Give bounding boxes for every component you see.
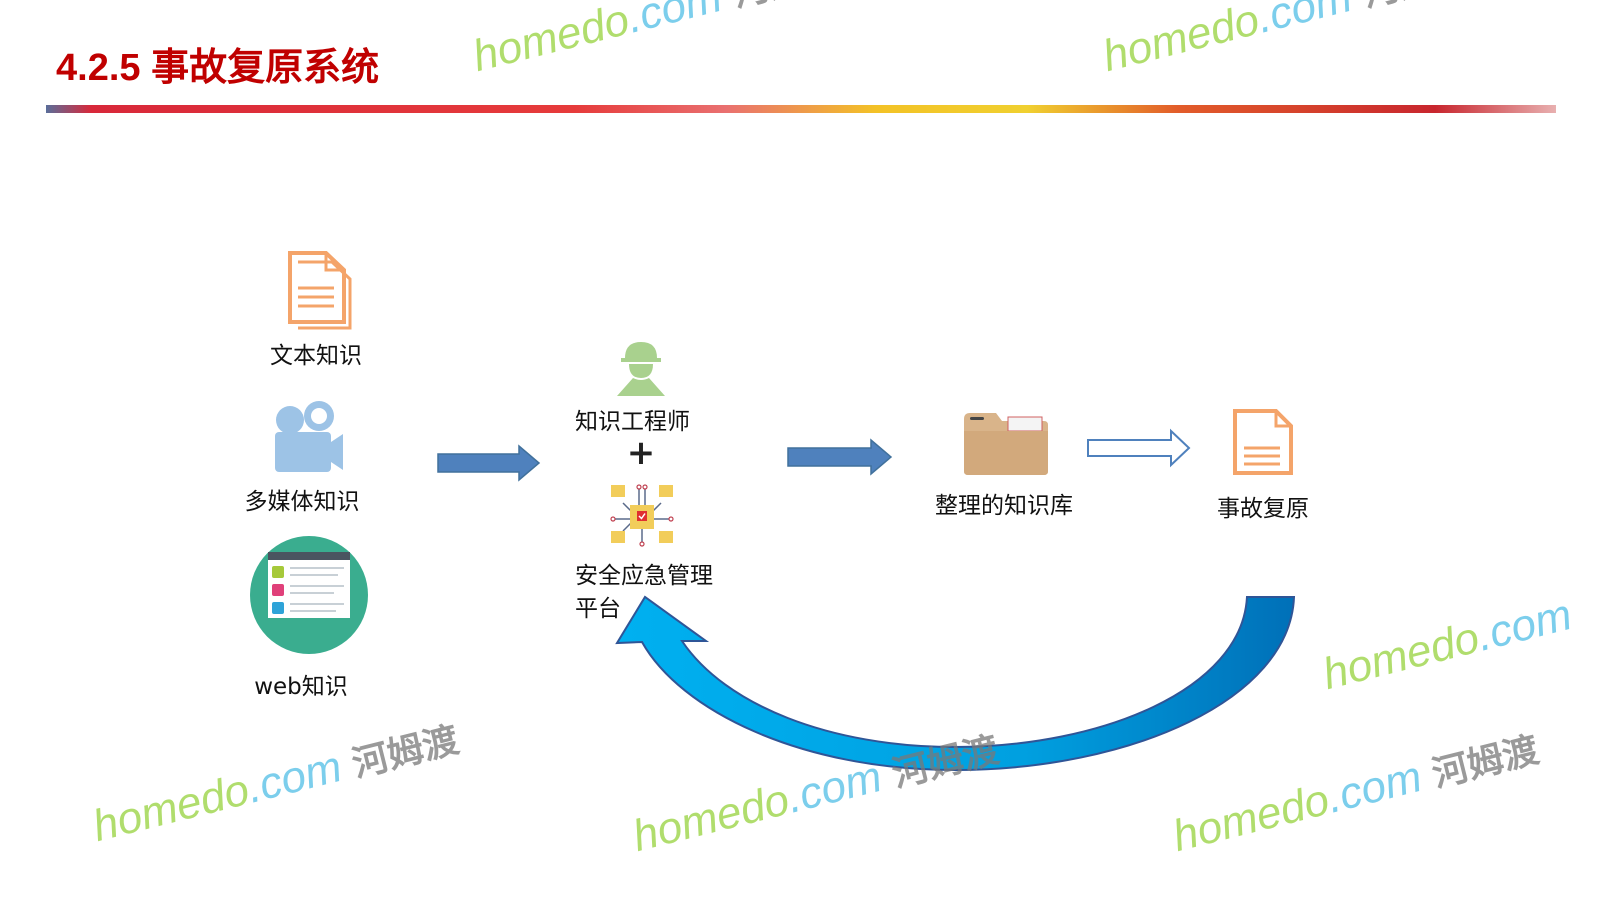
result-label: 事故复原 xyxy=(1217,496,1309,522)
circuit-folder-icon xyxy=(610,484,674,547)
flow-arrow-to-knowledge-base xyxy=(787,438,893,476)
source-label-multimedia: 多媒体知识 xyxy=(244,489,360,515)
knowledge-base-label: 整理的知识库 xyxy=(935,493,1073,519)
engineer-label: 知识工程师 xyxy=(575,409,690,435)
source-label-text: 文本知识 xyxy=(270,343,362,369)
worker-hardhat-icon xyxy=(617,342,665,396)
folder-icon xyxy=(964,413,1048,475)
platform-label-line1: 安全应急管理 xyxy=(575,563,713,589)
multimedia-camera-icon xyxy=(275,401,343,472)
web-page-icon xyxy=(250,536,368,654)
slide-title: 4.2.5 事故复原系统 xyxy=(56,47,380,89)
plus-sign: + xyxy=(626,433,656,473)
hollow-arrow-to-result xyxy=(1087,428,1191,468)
text-document-icon xyxy=(288,251,352,330)
flow-arrow-to-engineer xyxy=(437,444,541,482)
title-divider-bar xyxy=(46,105,1556,113)
source-label-web: web知识 xyxy=(254,674,348,700)
platform-label-line2: 平台 xyxy=(575,596,621,622)
document-icon xyxy=(1233,409,1293,475)
